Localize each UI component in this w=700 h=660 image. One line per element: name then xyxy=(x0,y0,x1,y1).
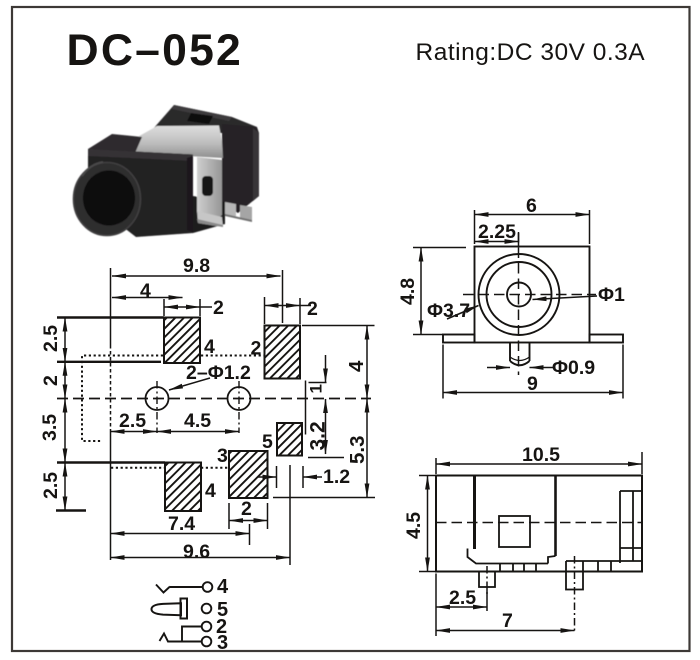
svg-text:2: 2 xyxy=(213,297,224,319)
svg-text:7: 7 xyxy=(502,610,513,632)
svg-text:2: 2 xyxy=(216,616,227,638)
svg-text:Φ3.7: Φ3.7 xyxy=(427,300,470,322)
svg-text:6: 6 xyxy=(526,195,537,217)
svg-text:4.5: 4.5 xyxy=(184,410,211,432)
svg-text:2: 2 xyxy=(40,375,62,386)
svg-text:3.2: 3.2 xyxy=(307,421,330,450)
svg-text:Φ1: Φ1 xyxy=(598,284,625,306)
svg-text:1: 1 xyxy=(307,384,326,393)
svg-text:4: 4 xyxy=(204,336,215,358)
svg-text:9.8: 9.8 xyxy=(183,255,210,277)
svg-text:4.8: 4.8 xyxy=(397,278,419,305)
svg-text:5: 5 xyxy=(217,599,228,621)
svg-text:2.5: 2.5 xyxy=(449,587,476,609)
svg-text:2–Φ1.2: 2–Φ1.2 xyxy=(186,362,251,384)
svg-text:3: 3 xyxy=(217,445,228,467)
svg-text:9: 9 xyxy=(527,373,538,395)
svg-text:4.5: 4.5 xyxy=(403,512,425,539)
svg-text:2.25: 2.25 xyxy=(478,221,516,243)
svg-text:Φ0.9: Φ0.9 xyxy=(552,357,595,379)
svg-text:4: 4 xyxy=(205,480,216,502)
svg-text:3: 3 xyxy=(217,632,228,654)
svg-text:7.4: 7.4 xyxy=(168,513,195,535)
svg-text:2.5: 2.5 xyxy=(119,410,146,432)
svg-text:2: 2 xyxy=(251,338,262,360)
svg-text:DC–052: DC–052 xyxy=(67,26,243,75)
svg-text:2.5: 2.5 xyxy=(40,325,62,352)
svg-text:5.3: 5.3 xyxy=(346,436,369,465)
svg-text:4: 4 xyxy=(217,576,229,598)
svg-text:4: 4 xyxy=(140,280,151,302)
svg-text:4: 4 xyxy=(345,360,368,372)
svg-text:5: 5 xyxy=(262,431,273,453)
svg-text:1.2: 1.2 xyxy=(323,466,350,488)
svg-text:Rating:DC 30V 0.3A: Rating:DC 30V 0.3A xyxy=(416,39,646,66)
svg-text:2: 2 xyxy=(307,298,318,320)
svg-text:3.5: 3.5 xyxy=(39,414,61,441)
svg-text:10.5: 10.5 xyxy=(522,444,560,466)
svg-text:9.6: 9.6 xyxy=(183,541,210,563)
svg-text:2.5: 2.5 xyxy=(40,472,62,499)
svg-text:2: 2 xyxy=(241,498,252,520)
